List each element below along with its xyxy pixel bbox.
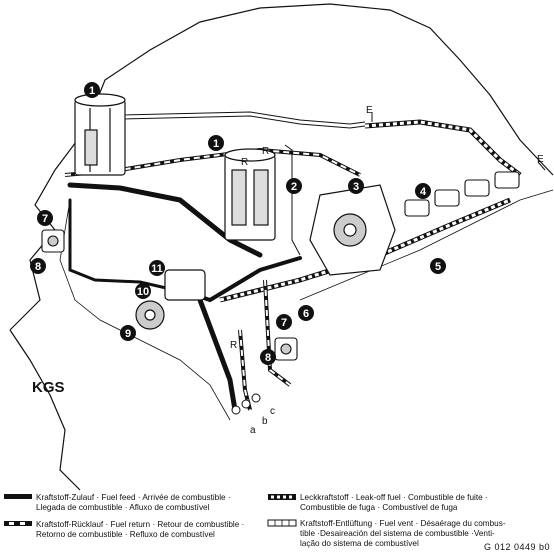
- connectors-abc: [231, 393, 261, 415]
- vehicle-outline-inner: [59, 189, 554, 421]
- callout-label-8: 8: [265, 352, 271, 364]
- callout-label-1: 1: [89, 85, 95, 97]
- callout-marker-8: [30, 258, 46, 274]
- callout-marker-6: [298, 305, 314, 321]
- label-e-2: E: [537, 154, 544, 165]
- reference-code: G 012 0449 b0: [484, 542, 550, 552]
- label-c: c: [270, 406, 275, 417]
- legend-swatch-leak: [268, 494, 296, 500]
- valve-right: [274, 337, 298, 361]
- callout-marker-9: [120, 325, 136, 341]
- legend-vent: Kraftstoff-Entlüftung · Fuel vent · Désa…: [267, 519, 506, 548]
- callout-marker-7: [37, 210, 53, 226]
- legend-swatch-feed: [4, 494, 32, 499]
- fuel-filter-left: [74, 93, 126, 176]
- label-a: a: [250, 425, 256, 436]
- label-r-2: R: [262, 146, 269, 157]
- callout-marker-1: [84, 82, 100, 98]
- legend-vent-line3: lação do sistema de combustível: [300, 539, 419, 548]
- callout-marker-3: [348, 178, 364, 194]
- callout-label-8: 8: [35, 261, 41, 273]
- legend-return-line1: Kraftstoff-Rücklauf · Fuel return · Reto…: [36, 520, 244, 529]
- legend-return-line2: Retorno de combustible · Refluxo de comb…: [36, 530, 215, 539]
- legend-feed-line1: Kraftstoff-Zulauf · Fuel feed · Arrivée …: [36, 493, 231, 502]
- label-r-1: R: [241, 157, 248, 168]
- callout-label-3: 3: [353, 181, 359, 193]
- callout-label-6: 6: [303, 308, 309, 320]
- callout-label-4: 4: [420, 186, 427, 198]
- legend-return: Kraftstoff-Rücklauf · Fuel return · Reto…: [4, 520, 244, 539]
- fuel-feed-line: [67, 182, 302, 413]
- callout-label-5: 5: [435, 261, 441, 273]
- legend-leak-line1: Leckkraftstoff · Leak-off fuel · Combust…: [300, 493, 488, 502]
- fuel-vent-line: [119, 111, 366, 256]
- legend-swatch-return: [4, 521, 32, 526]
- legend-leak-line2: Combustible de fuga · Combustível de fug…: [300, 503, 458, 512]
- vehicle-outline: [9, 3, 554, 491]
- legend-feed: Kraftstoff-Zulauf · Fuel feed · Arrivée …: [4, 493, 231, 512]
- callout-label-7: 7: [42, 213, 48, 225]
- valve-left: [41, 229, 65, 253]
- label-e-1: E: [366, 105, 373, 116]
- callout-marker-1: [208, 135, 224, 151]
- legend-leak: Leckkraftstoff · Leak-off fuel · Combust…: [268, 493, 488, 512]
- callout-marker-10: [135, 283, 151, 299]
- callout-marker-2: [286, 178, 302, 194]
- fuel-pump-assembly: [135, 269, 206, 330]
- callout-marker-5: [430, 258, 446, 274]
- label-r-3: R: [230, 340, 237, 351]
- callout-marker-4: [415, 183, 431, 199]
- callout-label-10: 10: [137, 286, 149, 298]
- legend-vent-line1: Kraftstoff-Entlüftung · Fuel vent · Désa…: [300, 519, 506, 528]
- legend-vent-line2: tible ·Desaireación del sistema de combu…: [300, 529, 495, 538]
- label-b: b: [262, 416, 268, 427]
- injection-pump: [309, 184, 396, 276]
- callout-label-7: 7: [281, 317, 287, 329]
- injector-bank: [404, 171, 520, 217]
- callout-marker-7: [276, 314, 292, 330]
- fuel-filter-centre: [224, 148, 276, 241]
- label-kgs: KGS: [32, 379, 65, 396]
- callout-label-11: 11: [151, 263, 163, 275]
- legend-feed-line2: Llegada de combustible · Afluxo de combu…: [36, 503, 210, 512]
- callout-label-2: 2: [291, 181, 297, 193]
- callout-label-9: 9: [125, 328, 131, 340]
- inlet-arrows: [371, 112, 546, 171]
- callout-label-1: 1: [213, 138, 219, 150]
- legend: Kraftstoff-Zulauf · Fuel feed · Arrivée …: [4, 493, 506, 548]
- callout-marker-11: [149, 260, 165, 276]
- callout-marker-8: [260, 349, 276, 365]
